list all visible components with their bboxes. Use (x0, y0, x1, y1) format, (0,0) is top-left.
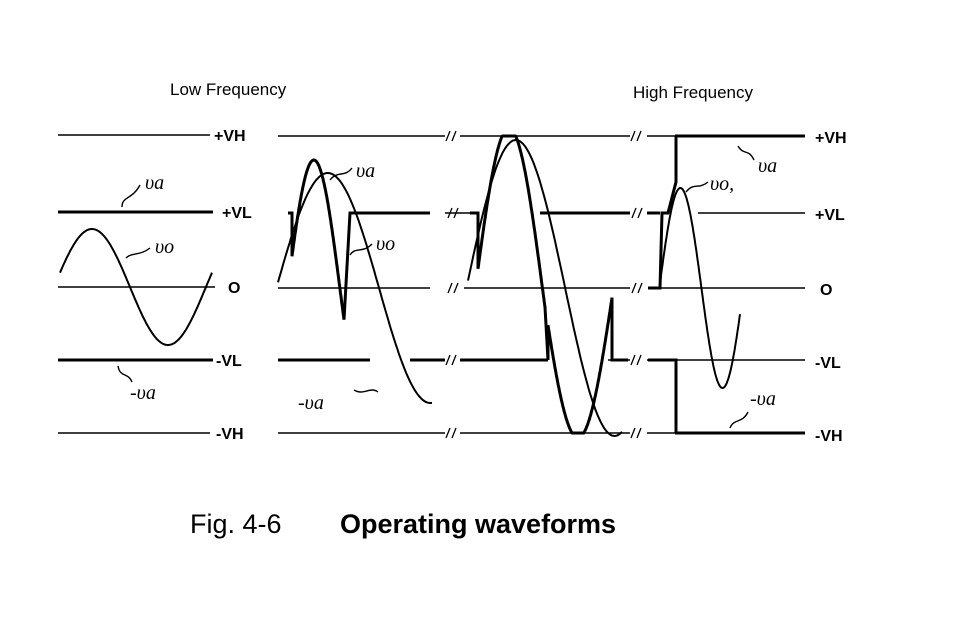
axis-break-marks (445, 130, 643, 439)
right-nvh-label: -VH (815, 428, 843, 445)
hf-va-falling-step (648, 358, 678, 433)
mid-nva-leader (353, 389, 379, 393)
vo-waveform-large (467, 138, 623, 438)
left-nvl-label: -VL (216, 353, 242, 370)
vo-waveform-high-frequency (659, 187, 741, 390)
right-pvl-label: +VL (815, 207, 845, 224)
figure-title: Operating waveforms (340, 509, 616, 539)
va-waveform-large (470, 134, 628, 435)
left-zero-label: O (228, 280, 240, 297)
hf-nva-label: -υa (750, 388, 776, 410)
high-frequency-title: High Frequency (633, 83, 754, 102)
mid-vo-leader (349, 243, 373, 256)
mid-va-leader (329, 167, 353, 181)
left-pvh-label: +VH (214, 128, 246, 145)
mid-nva-label: -υa (298, 392, 324, 414)
left-vo-leader (125, 247, 151, 259)
hf-va-rising-step (648, 136, 678, 290)
va-waveform-mid (288, 158, 430, 320)
mid-va-label: υa (356, 160, 375, 182)
left-nva-leader (117, 365, 133, 383)
left-va-leader (121, 184, 141, 208)
left-nva-label: -υa (130, 382, 156, 404)
left-vo-sine (59, 228, 213, 346)
hf-va-leader (737, 145, 755, 161)
hf-va-label: υa (758, 155, 777, 177)
hf-vo-label: υo, (710, 173, 734, 195)
right-pvh-label: +VH (815, 130, 847, 147)
left-nvh-label: -VH (216, 426, 244, 443)
vo-waveform-mid (277, 172, 433, 404)
left-pvl-label: +VL (222, 205, 252, 222)
left-va-label: υa (145, 172, 164, 194)
low-frequency-title: Low Frequency (170, 80, 287, 99)
figure-number: Fig. 4-6 (190, 509, 282, 539)
right-nvl-label: -VL (815, 355, 841, 372)
left-vo-label: υo (155, 236, 174, 258)
hf-nva-leader (729, 411, 749, 429)
right-zero-label: O (820, 282, 832, 299)
mid-vo-label: υo (376, 233, 395, 255)
hf-vo-leader (685, 181, 709, 193)
